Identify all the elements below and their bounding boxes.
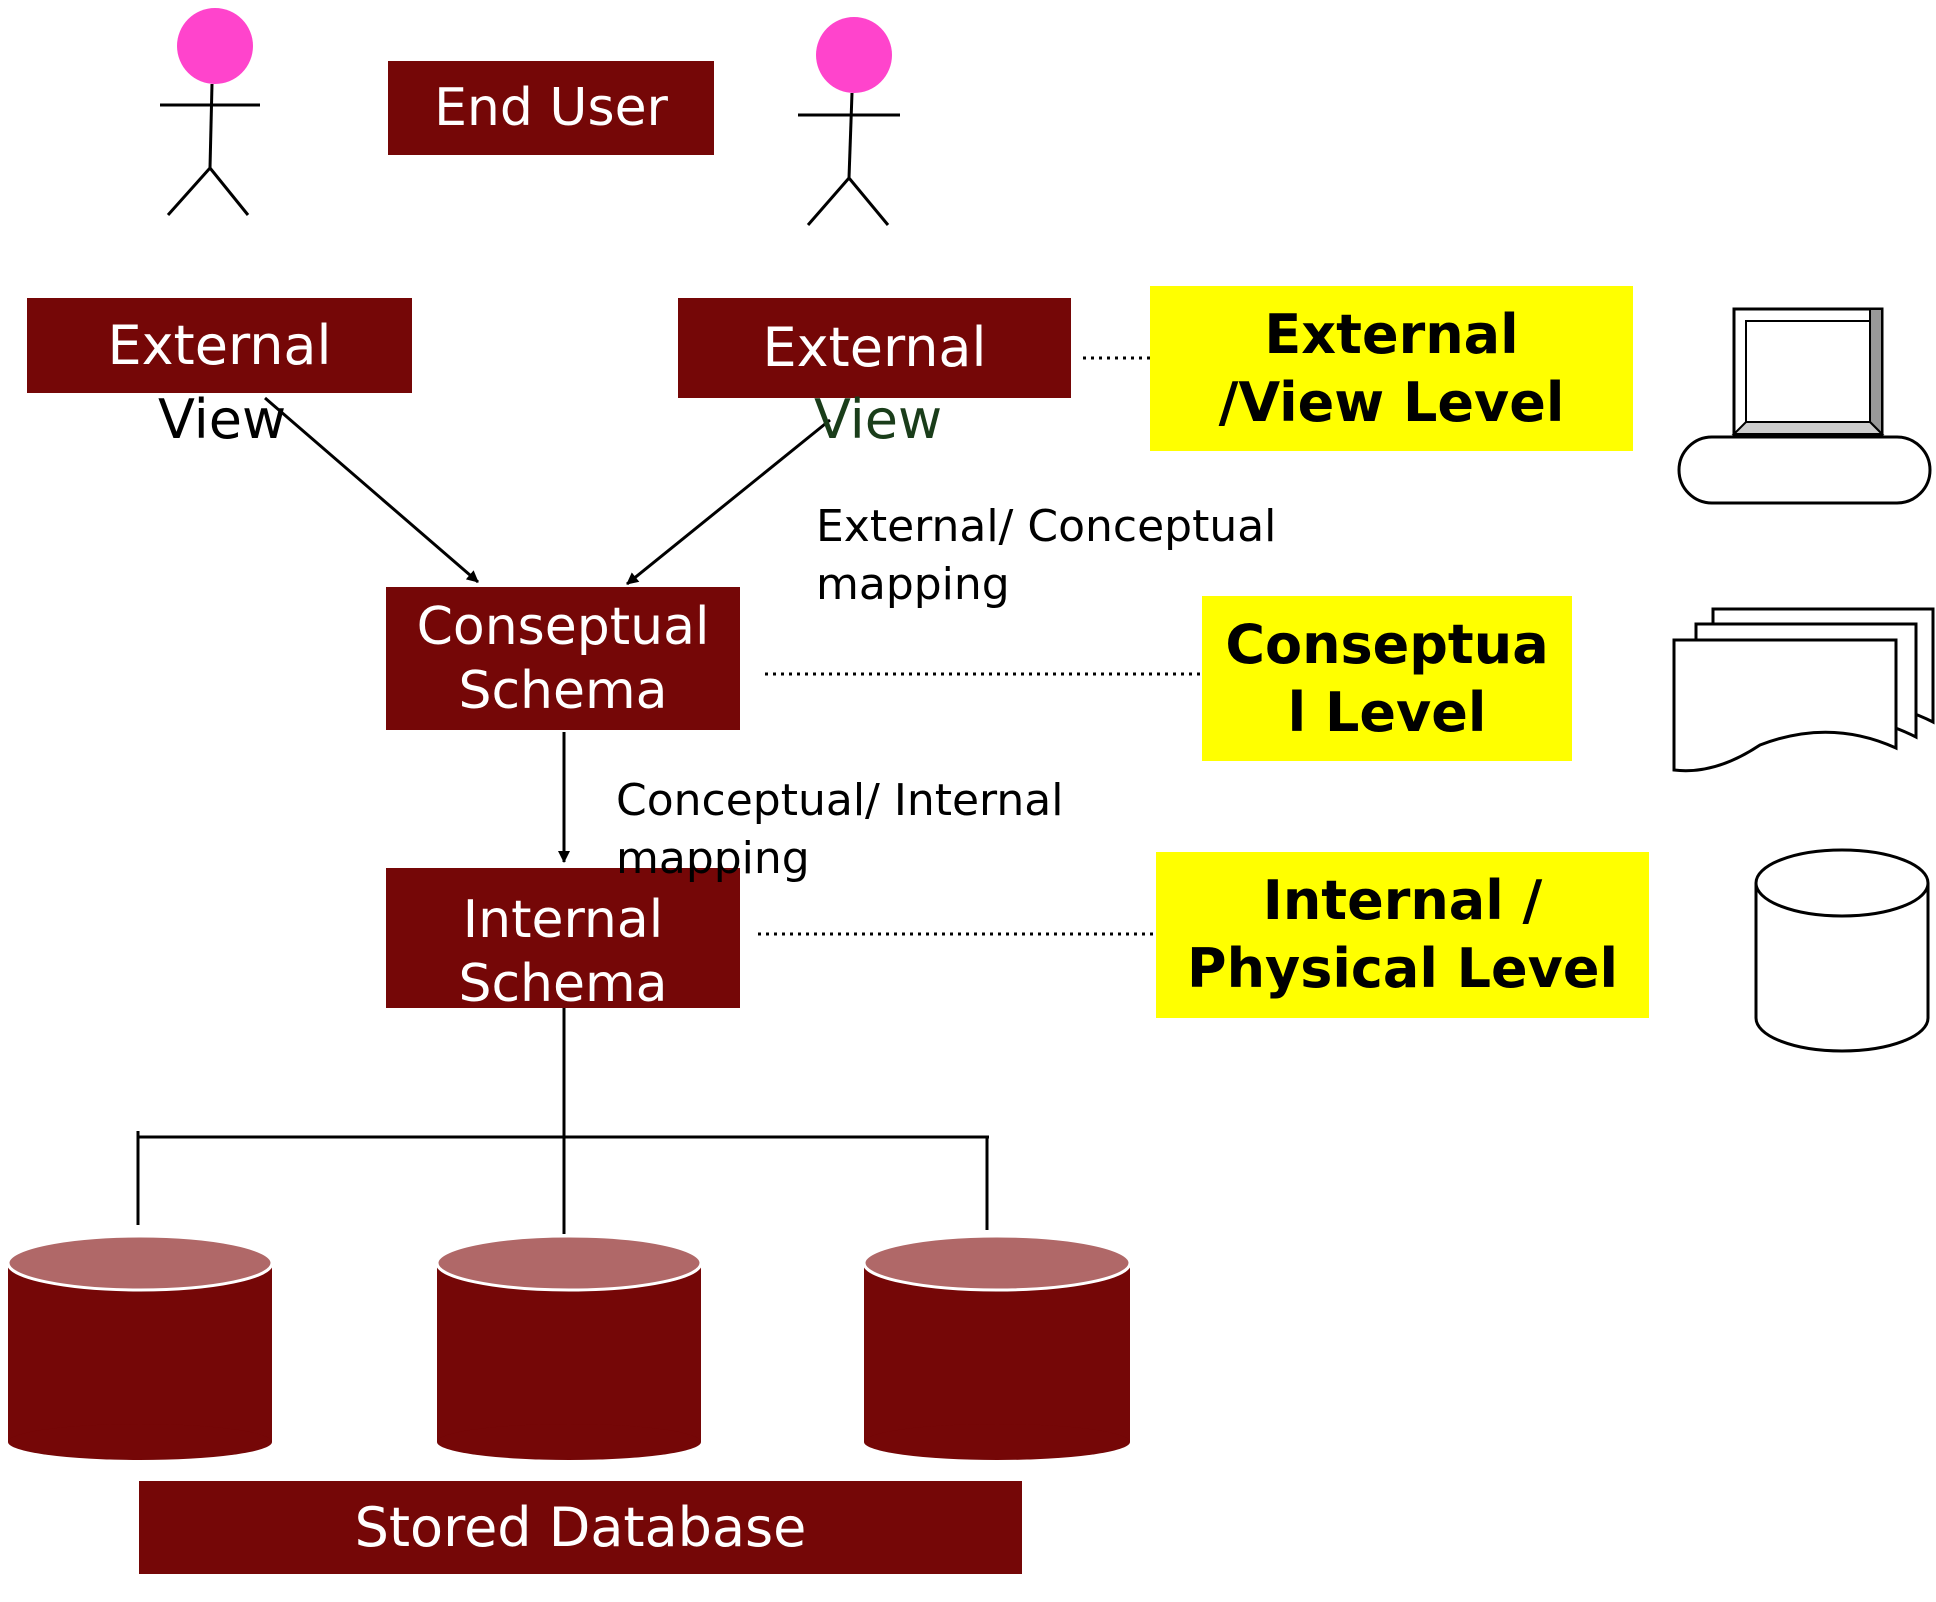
level-line1: Conseptua <box>1225 612 1549 676</box>
external-view-level-box: External /View Level <box>1150 286 1633 451</box>
conceptual-schema-line2: Schema <box>458 661 668 721</box>
conceptual-schema-box: Conseptual Schema <box>386 587 740 730</box>
user-head <box>816 17 892 93</box>
end-user-figure-right <box>798 17 900 226</box>
external-view-box-2: External <box>678 298 1071 398</box>
mapping-line2: mapping <box>816 559 1010 610</box>
database-cylinder-3 <box>862 1234 1132 1460</box>
internal-schema-line1: Internal <box>462 890 664 950</box>
level-line2: /View Level <box>1218 370 1565 434</box>
external-view-label-1: External <box>107 314 332 377</box>
arrow-view2-to-conceptual <box>626 418 831 586</box>
conceptual-level-box: Conseptua l Level <box>1202 596 1572 761</box>
level-line2: Physical Level <box>1187 937 1618 1000</box>
internal-physical-level-box: Internal / Physical Level <box>1156 852 1649 1018</box>
end-user-figure-left <box>160 8 260 216</box>
level-line1: Internal / <box>1262 869 1543 932</box>
internal-schema-box: Internal Schema <box>386 868 740 1014</box>
user-head <box>177 8 253 84</box>
stored-database-label: Stored Database <box>354 1496 807 1559</box>
documents-icon <box>1672 607 1935 773</box>
mapping-line1: External/ Conceptual <box>816 501 1277 552</box>
stored-database-box: Stored Database <box>139 1481 1022 1574</box>
conceptual-internal-mapping-label: Conceptual/ Internal mapping <box>616 772 1063 888</box>
database-connectors <box>136 1008 989 1234</box>
end-user-box: End User <box>388 61 714 155</box>
external-view-caption-1: View <box>158 388 287 451</box>
computer-icon <box>1677 307 1932 505</box>
level-line2: l Level <box>1287 680 1487 744</box>
end-user-label: End User <box>434 78 668 138</box>
external-conceptual-mapping-label: External/ Conceptual mapping <box>816 498 1276 614</box>
conceptual-schema-line1: Conseptual <box>416 597 710 657</box>
mapping-line2: mapping <box>616 833 810 884</box>
external-view-caption-2: View <box>814 388 943 451</box>
database-icon <box>1754 848 1930 1053</box>
external-view-box-1: External <box>27 298 412 393</box>
internal-schema-line2: Schema <box>458 954 668 1014</box>
external-view-label-2: External <box>762 316 987 379</box>
database-cylinder-1 <box>6 1234 274 1460</box>
arrow-view1-to-conceptual <box>264 396 479 584</box>
database-cylinder-2 <box>435 1234 703 1460</box>
level-line1: External <box>1264 302 1519 366</box>
mapping-line1: Conceptual/ Internal <box>616 775 1064 826</box>
